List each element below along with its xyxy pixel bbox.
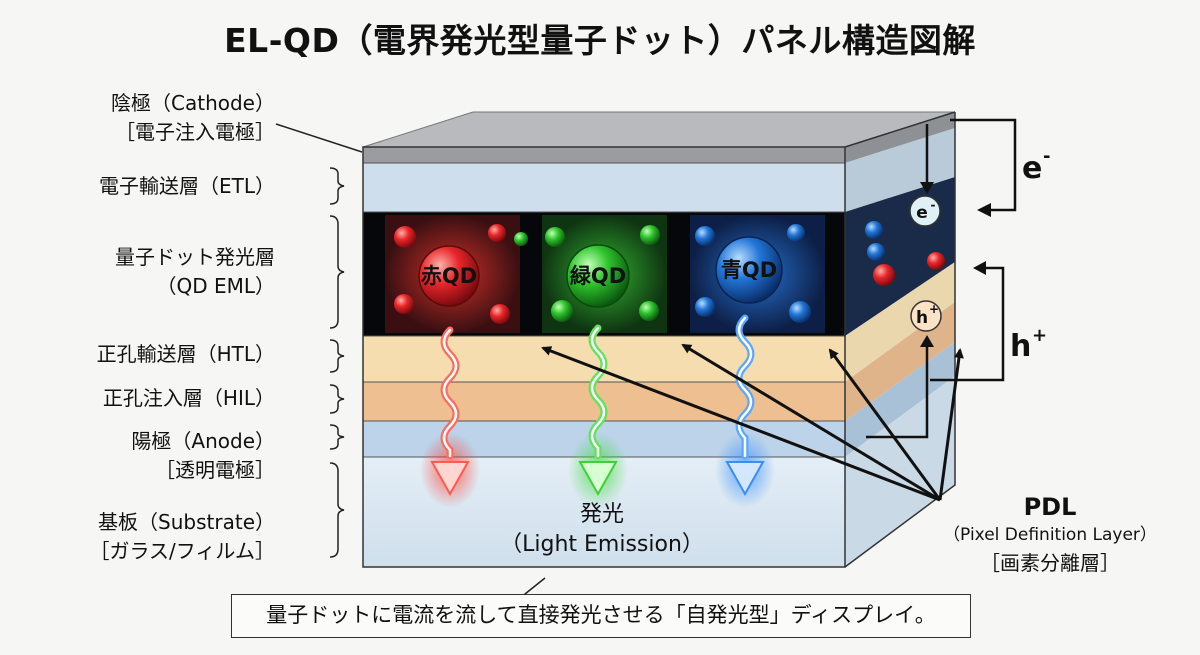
qd-red-pixel — [385, 215, 520, 333]
qd-blue-pixel — [690, 215, 825, 333]
svg-text:h: h — [916, 308, 928, 328]
label-htl: 正孔輸送層（HTL） — [96, 342, 275, 366]
svg-text:-: - — [931, 198, 936, 212]
electron-badge: e - — [909, 195, 941, 227]
electron-superscript: - — [1043, 146, 1050, 167]
pdl-pointer-arrows — [541, 343, 964, 502]
emission-label-en: （Light Emission） — [500, 532, 704, 557]
electron-flow-arrow — [920, 118, 1017, 217]
cathode-layer — [363, 147, 845, 163]
etl-layer — [363, 163, 845, 212]
emission-label-jp: 発光 — [579, 502, 624, 527]
hole-badge: h + — [910, 300, 942, 332]
electron-label: e — [1022, 151, 1042, 186]
qd-red-label: 赤QD — [421, 264, 477, 288]
hole-label: h — [1010, 329, 1031, 364]
page-title: EL-QD（電界発光型量子ドット）パネル構造図解 — [224, 21, 976, 60]
pdl-full-name: （Pixel Definition Layer） — [943, 525, 1157, 545]
label-hil: 正孔注入層（HIL） — [102, 386, 275, 410]
label-etl: 電子輸送層（ETL） — [99, 174, 275, 198]
emission-red — [420, 326, 480, 508]
pdl-japanese-name: ［画素分離層］ — [980, 551, 1120, 575]
hole-superscript: + — [1032, 325, 1047, 346]
svg-text:e: e — [916, 203, 928, 223]
qd-green-label: 緑QD — [570, 264, 626, 288]
svg-text:+: + — [929, 302, 939, 316]
label-qd-eml: 量子ドット発光層（QD EML） — [115, 245, 275, 298]
pdl-label: PDL （Pixel Definition Layer） ［画素分離層］ — [900, 492, 1200, 578]
pdl-name: PDL — [1023, 493, 1077, 521]
qd-green-pixel — [514, 215, 667, 333]
qd-blue-label: 青QD — [721, 258, 777, 282]
emission-label: 発光 （Light Emission） — [452, 500, 752, 560]
caption-box: 量子ドットに電流を流して直接発光させる「自発光型」ディスプレイ。 — [231, 594, 971, 638]
layer-brackets — [275, 123, 546, 599]
label-cathode: 陰極（Cathode）［電子注入電極］ — [111, 91, 275, 144]
emission-green — [568, 324, 628, 508]
hole-flow-arrow — [866, 261, 1005, 439]
side-qd-dots — [865, 221, 945, 286]
label-anode: 陽極（Anode）［透明電極］ — [131, 429, 275, 482]
label-substrate: 基板（Substrate）［ガラス/フィルム］ — [89, 510, 275, 563]
